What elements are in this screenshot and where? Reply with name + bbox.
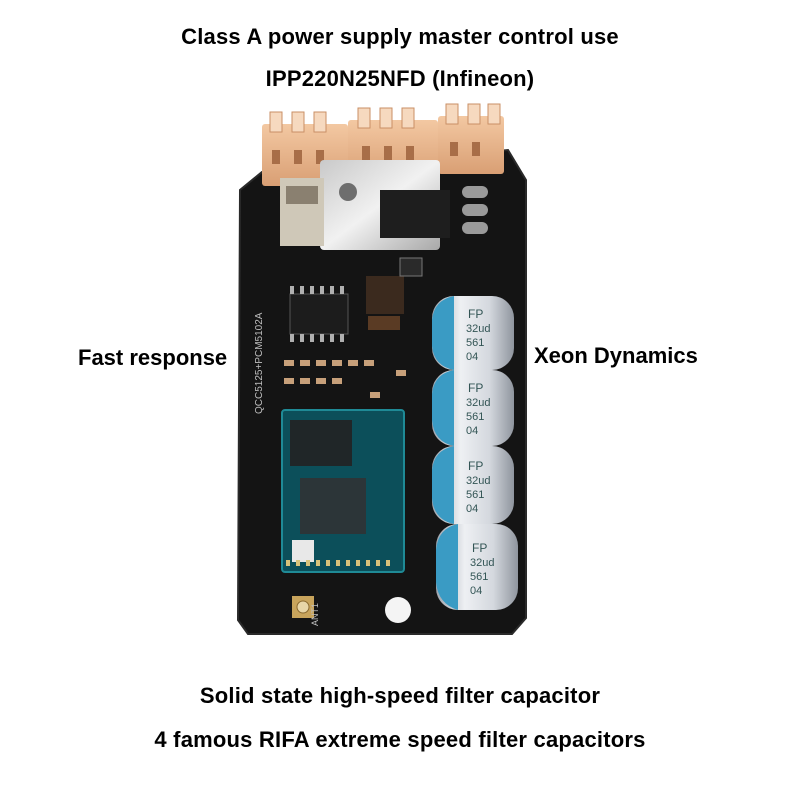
capacitor-marking-rating: 32ud [466,397,490,409]
smd-components [284,257,423,398]
caption-top-line1: Class A power supply master control use [181,24,619,49]
bluetooth-module [281,409,405,573]
capacitor-marking-code: 04 [466,503,478,515]
capacitor-marking-rating: 32ud [466,323,490,335]
capacitor-4: FP 32ud 561 04 [436,524,518,610]
capacitor-marking-rating: 32ud [466,475,490,487]
capacitor-marking-fp: FP [468,459,483,473]
capacitor-3: FP 32ud 561 04 [432,446,514,524]
capacitor-1: FP 32ud 561 04 [432,296,514,370]
antenna-connector: ANT1 [292,596,320,626]
capacitor-marking-fp: FP [472,541,487,555]
capacitor-marking-fp: FP [468,381,483,395]
capacitor-marking-code: 04 [466,351,478,363]
capacitor-marking-value: 561 [470,571,488,583]
capacitor-2: FP 32ud 561 04 [432,370,514,446]
caption-top-line2: IPP220N25NFD (Infineon) [265,66,535,91]
caption-bottom-line2: 4 famous RIFA extreme speed filter capac… [154,727,646,752]
mosfet-to220 [280,160,450,250]
caption-bottom-line1: Solid state high-speed filter capacitor [199,683,601,708]
silkscreen-part-number: QCC5125+PCM5102A [254,312,265,414]
capacitor-marking-code: 04 [470,585,482,597]
capacitor-marking-rating: 32ud [470,557,494,569]
capacitor-marking-fp: FP [468,307,483,321]
caption-right: Xeon Dynamics [534,343,698,368]
caption-left: Fast response [78,345,228,370]
antenna-label: ANT1 [310,603,320,626]
capacitor-marking-code: 04 [466,425,478,437]
capacitors: FP 32ud 561 04 FP 32ud 561 04 FP 32ud 56… [432,296,518,610]
mounting-hole [385,597,411,623]
capacitor-marking-value: 561 [466,337,484,349]
capacitor-marking-value: 561 [466,411,484,423]
capacitor-marking-value: 561 [466,489,484,501]
